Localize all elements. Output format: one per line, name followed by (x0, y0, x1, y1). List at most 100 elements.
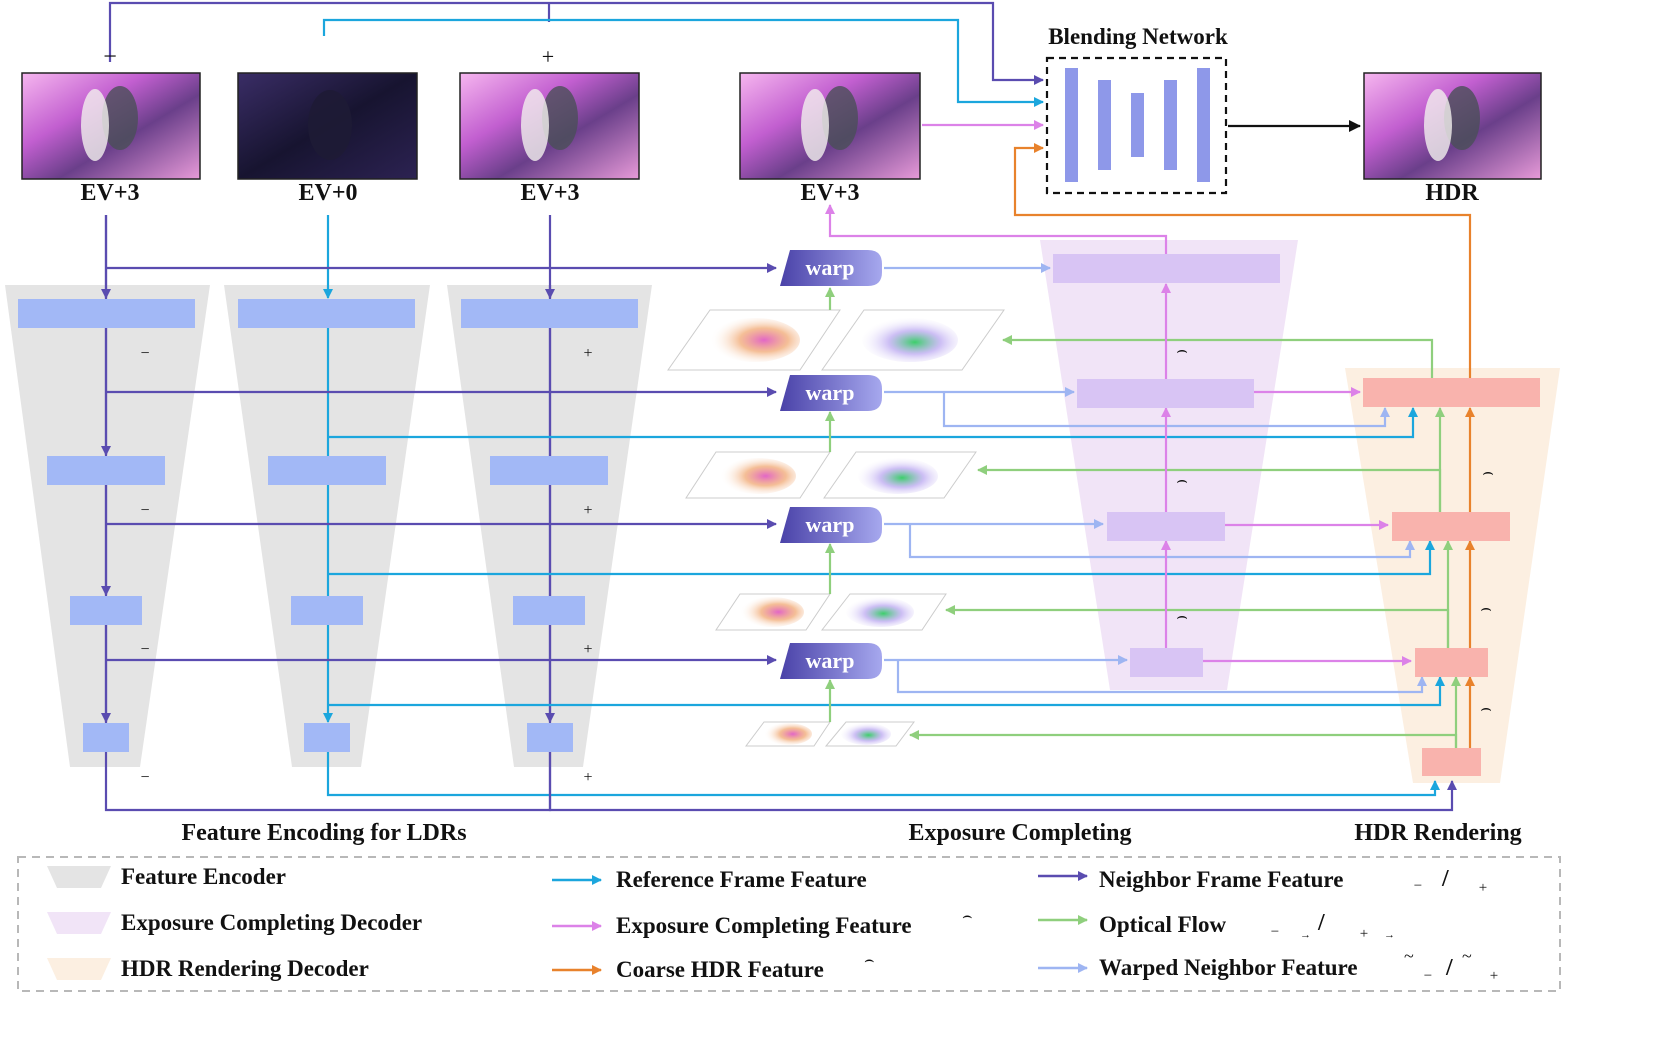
reference-to-render-3 (328, 676, 1445, 707)
legend-swatch-completing-decoder (47, 912, 111, 934)
legend-tilde: ~ (1462, 946, 1472, 966)
sign-plus: + (583, 345, 592, 362)
feature-block (304, 723, 350, 752)
feature-block (238, 299, 415, 328)
flow-from-render-1 (1002, 335, 1434, 378)
legend-sign-minus: − (1414, 878, 1422, 894)
completing-block (1107, 512, 1225, 541)
warp-block-1: warp (780, 250, 882, 286)
hat-glyph: ⌢ (864, 952, 875, 969)
sign-plus: + (583, 502, 592, 519)
rendering-blocks (1363, 378, 1540, 776)
section-completing-title: Exposure Completing (909, 820, 1132, 846)
warped-to-render-2 (942, 392, 1390, 428)
label-hdr: HDR (1425, 180, 1479, 206)
sign-top-minus: − (103, 44, 117, 70)
label-ev-plus: EV+3 (520, 180, 579, 206)
legend-sign-plus: + (1490, 968, 1498, 984)
warp-label: warp (806, 380, 855, 405)
legend-exposure-completing-feature: Exposure Completing Feature (616, 913, 912, 938)
feature-encoder-columns (5, 285, 652, 767)
feature-block (490, 456, 608, 485)
legend-exposure-completing-decoder: Exposure Completing Decoder (121, 910, 422, 935)
exposure-completing-decoder-bg (1040, 240, 1298, 690)
legend-slash: / (1317, 910, 1325, 936)
blending-layer (1131, 93, 1144, 157)
rendering-block (1392, 512, 1510, 541)
completing-block (1053, 254, 1280, 283)
sign-minus: − (140, 641, 149, 658)
label-ev-ref: EV+0 (298, 180, 357, 206)
completing-blocks (1053, 254, 1280, 677)
legend-reference-frame-feature: Reference Frame Feature (616, 867, 867, 892)
sign-plus: + (583, 769, 592, 786)
hat-glyph: ⌢ (1480, 698, 1492, 718)
hat-glyph: ⌢ (1176, 606, 1188, 626)
feature-block (268, 456, 386, 485)
blending-layer (1065, 68, 1078, 182)
legend-small-arrow: → (1300, 929, 1311, 941)
frame-ev-ref (237, 72, 418, 180)
frame-hdr-output (1363, 72, 1542, 180)
warp-block-2: warp (780, 375, 882, 411)
sign-minus: − (140, 769, 149, 786)
feature-encoder-bg-minus (5, 285, 210, 767)
legend-swatch-rendering-decoder (47, 958, 111, 980)
section-encoding-title: Feature Encoding for LDRs (181, 820, 466, 846)
legend-swatch-feature-encoder (47, 866, 111, 888)
encoder-blocks (18, 299, 638, 752)
frame-ev-minus (21, 72, 201, 180)
legend-slash: / (1445, 955, 1453, 981)
blending-network-title: Blending Network (1048, 24, 1228, 49)
rendering-block (1422, 748, 1481, 776)
legend-frame (17, 856, 1561, 992)
hat-glyph: ⌢ (1482, 462, 1494, 482)
blending-network: Blending Network (1045, 24, 1228, 195)
encoder-neighbor-bottom (548, 752, 1457, 812)
legend-sign-minus: − (1424, 968, 1432, 984)
flow-map-pair-3 (715, 593, 947, 631)
legend-sign-plus: + (1479, 880, 1487, 896)
top-line-reference (322, 18, 1044, 107)
flow-map-pair-2 (685, 451, 977, 499)
encoder-ref-bottom (326, 752, 1440, 797)
flow-map-pair-4 (745, 721, 915, 747)
legend-feature-encoder: Feature Encoder (121, 864, 286, 889)
feature-block (513, 596, 585, 625)
legend-slash: / (1441, 866, 1449, 892)
optical-flow-maps (667, 309, 1005, 747)
frame-ev-plus (459, 72, 640, 180)
warp-block-4: warp (780, 643, 882, 679)
legend-optical-flow: Optical Flow (1099, 912, 1227, 937)
top-line-neighbor (108, 1, 1044, 85)
flow-from-render-4 (909, 730, 1458, 748)
rendering-block (1415, 648, 1488, 677)
feature-block (527, 723, 573, 752)
legend-sign-plus: + (1360, 926, 1368, 942)
legend-small-arrow: → (1384, 929, 1395, 941)
exposure-to-ev-warped (825, 204, 1168, 254)
warp-label: warp (806, 512, 855, 537)
legend: Feature Encoder Exposure Completing Deco… (17, 856, 1561, 992)
feature-block (47, 456, 165, 485)
label-ev-minus: EV+3 (80, 180, 139, 206)
frame-ev-warped (739, 72, 921, 180)
warp-blocks: warp warp warp warp (780, 250, 882, 679)
completing-block (1077, 379, 1254, 408)
reference-to-render-1 (328, 407, 1418, 439)
warp-label: warp (806, 255, 855, 280)
feature-block (83, 723, 129, 752)
legend-neighbor-frame-feature: Neighbor Frame Feature (1099, 867, 1343, 892)
flow-map-pair-1 (667, 309, 1005, 371)
legend-hdr-rendering-decoder: HDR Rendering Decoder (121, 956, 369, 981)
hat-glyph: ⌢ (962, 908, 973, 925)
sign-top-plus: + (542, 44, 554, 69)
blending-layer (1197, 68, 1210, 182)
legend-coarse-hdr-feature: Coarse HDR Feature (616, 957, 824, 982)
label-ev-warped: EV+3 (800, 180, 859, 206)
legend-sign-minus: − (1271, 924, 1279, 940)
legend-warped-neighbor-feature: Warped Neighbor Feature (1099, 955, 1358, 980)
sign-plus: + (583, 641, 592, 658)
hat-glyph: ⌢ (1480, 598, 1492, 618)
